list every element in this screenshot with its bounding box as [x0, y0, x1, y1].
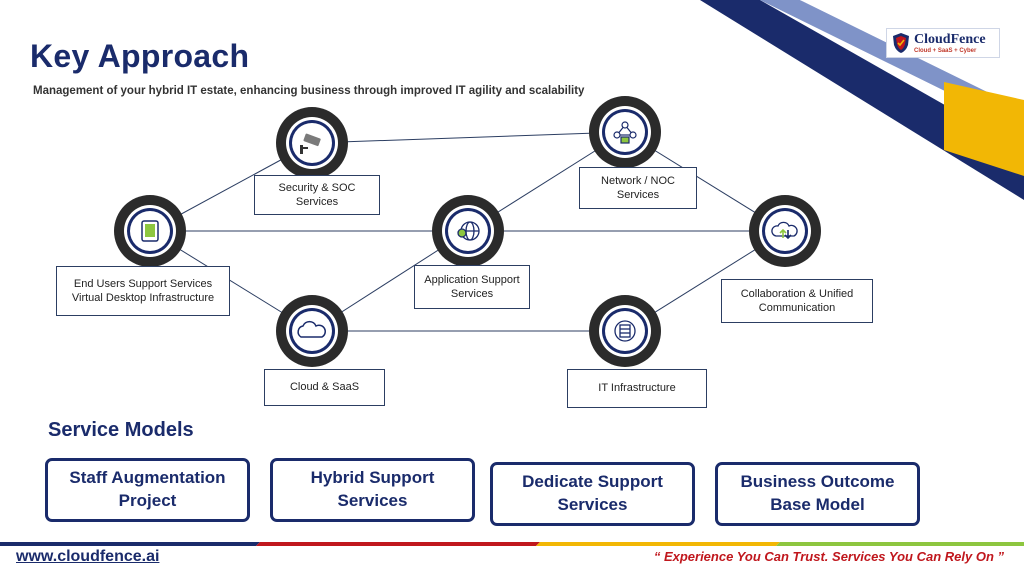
cloud-sync-icon — [771, 221, 798, 240]
cloud-icon — [297, 320, 326, 338]
server-cycle-icon — [614, 320, 636, 342]
label-application: Application Support Services — [414, 265, 530, 309]
footer-website-link[interactable]: www.cloudfence.ai — [16, 548, 160, 565]
model-business-outcome[interactable]: Business Outcome Base Model — [715, 462, 920, 526]
label-network: Network / NOC Services — [579, 167, 697, 209]
label-infra: IT Infrastructure — [567, 369, 707, 408]
logo-tagline: Cloud + SaaS + Cyber — [914, 47, 977, 54]
node-application — [432, 195, 504, 267]
cctv-camera-icon — [300, 133, 321, 154]
label-enduser: End Users Support Services Virtual Deskt… — [56, 266, 230, 316]
node-security — [276, 107, 348, 179]
node-collab — [749, 195, 821, 267]
label-security: Security & SOC Services — [254, 175, 380, 215]
page-title: Key Approach — [30, 38, 250, 74]
footer-quote: “ Experience You Can Trust. Services You… — [653, 549, 1004, 564]
node-enduser — [114, 195, 186, 267]
node-infra — [589, 295, 661, 367]
label-cloud: Cloud & SaaS — [264, 369, 385, 406]
globe-gear-icon — [457, 221, 480, 241]
network-nodes-icon — [613, 121, 637, 144]
page-subtitle: Management of your hybrid IT estate, enh… — [33, 85, 585, 97]
node-cloud — [276, 295, 348, 367]
service-models-title: Service Models — [48, 419, 194, 441]
shield-icon — [893, 33, 909, 53]
model-staff-augmentation[interactable]: Staff Augmentation Project — [45, 458, 250, 522]
logo-name: CloudFence — [914, 31, 986, 47]
model-dedicate-support[interactable]: Dedicate Support Services — [490, 462, 695, 526]
node-network — [589, 96, 661, 168]
label-collab: Collaboration & Unified Communication — [721, 279, 873, 323]
tablet-icon — [141, 220, 159, 242]
footer-stripe — [0, 542, 1024, 546]
cloudfence-logo: CloudFence Cloud + SaaS + Cyber — [886, 28, 1000, 58]
model-hybrid-support[interactable]: Hybrid Support Services — [270, 458, 475, 522]
